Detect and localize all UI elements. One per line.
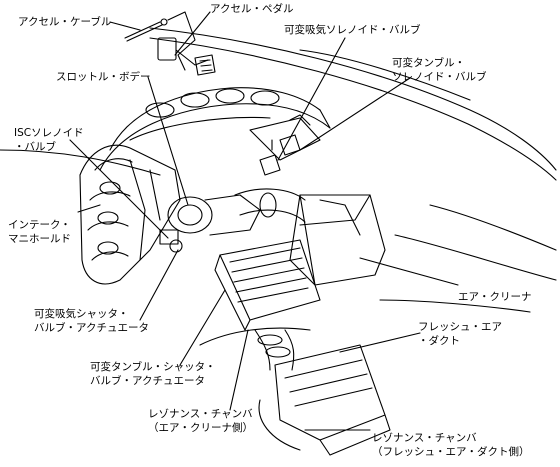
throttle-body <box>159 194 261 253</box>
label-variable-intake-solenoid-valve: 可変吸気ソレノイド・バルブ <box>284 24 421 36</box>
body-panel-lines <box>0 27 557 346</box>
fresh-air-duct-hose <box>254 329 295 371</box>
label-air-cleaner: エア・クリーナ <box>458 291 532 303</box>
intake-duct <box>234 188 306 223</box>
label-isc-solenoid-valve: ISCソレノイド ・バルブ <box>14 127 84 153</box>
label-accelerator-pedal: アクセル・ペダル <box>210 3 294 15</box>
label-variable-intake-shutter-actuator: 可変吸気シャッタ・ バルブ・アクチュエータ <box>34 308 149 334</box>
leader-lines <box>69 11 459 431</box>
label-variable-tumble-solenoid-valve: 可変タンブル・ ソレノイド・バルブ <box>392 57 487 83</box>
accelerator-cable <box>124 11 196 71</box>
label-resonance-chamber-fresh-air-duct-side: レゾナンス・チャンバ （フレッシュ・エア・ダクト側） <box>372 432 530 458</box>
intake-manifold <box>79 144 181 285</box>
label-throttle-body: スロットル・ボデー <box>56 71 151 83</box>
accelerator-pedal <box>157 37 216 76</box>
label-resonance-chamber-air-cleaner-side: レゾナンス・チャンバ （エア・クリーナ側） <box>148 408 253 434</box>
resonance-chamber-air-cleaner-side <box>214 239 321 331</box>
label-intake-manifold: インテーク・ マニホールド <box>8 219 71 245</box>
label-fresh-air-duct: フレッシュ・エア ・ダクト <box>418 321 502 347</box>
air-cleaner <box>289 194 386 286</box>
resonance-chamber-fresh-air-duct-side <box>258 344 391 456</box>
label-accelerator-cable: アクセル・ケーブル <box>18 16 112 28</box>
solenoid-valves <box>259 114 311 176</box>
label-variable-tumble-shutter-actuator: 可変タンブル・シャッタ・ バルブ・アクチュエータ <box>90 361 216 387</box>
